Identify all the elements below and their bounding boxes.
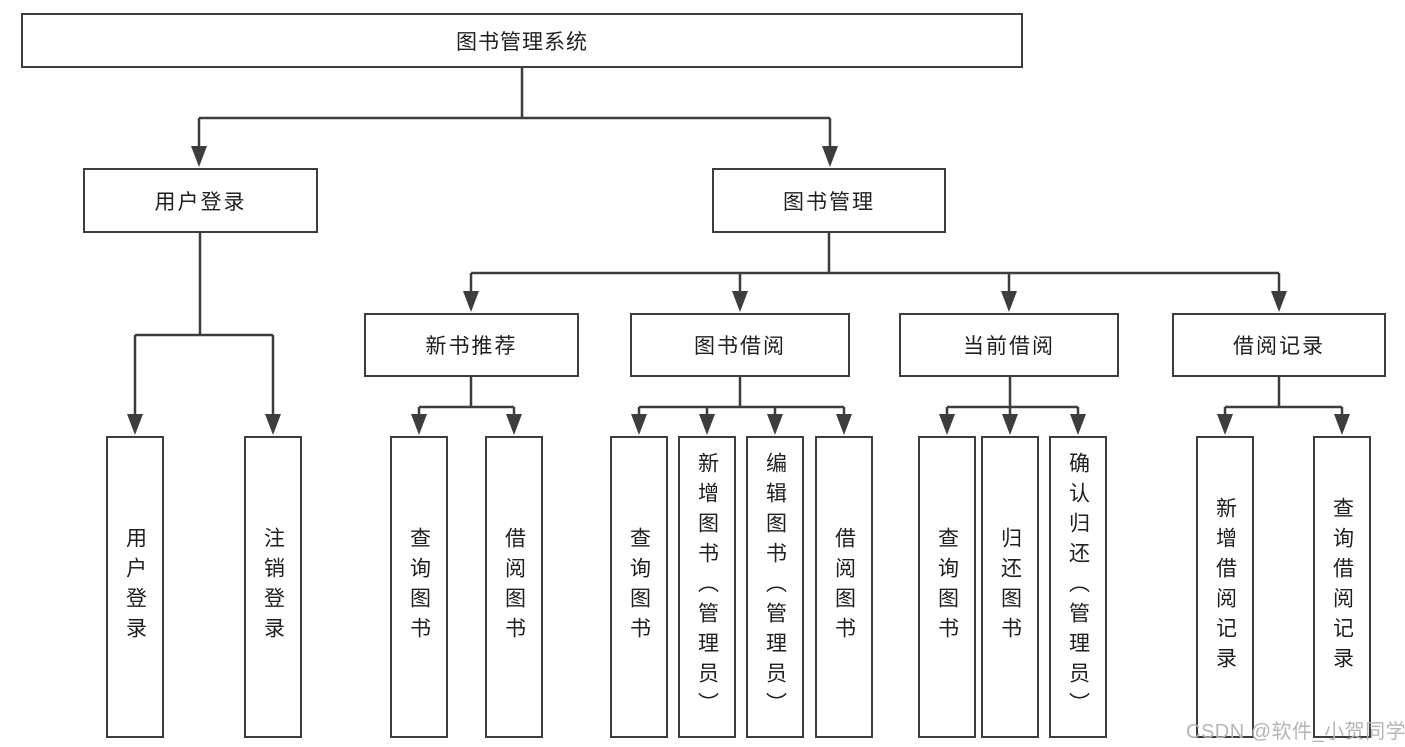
node-label: 图书借阅 [694, 335, 786, 358]
node-return-book: 归还图书 [981, 436, 1039, 738]
node-label: 借阅图书 [832, 527, 856, 647]
node-label: 借阅记录 [1233, 335, 1325, 358]
node-book-management-branch: 图书管理 [712, 168, 946, 233]
node-label: 编辑图书（管理员） [763, 452, 787, 722]
node-new-book-recommend: 新书推荐 [364, 313, 579, 377]
node-label: 新书推荐 [425, 335, 518, 358]
node-query-books-current: 查询图书 [918, 436, 976, 738]
node-query-books-recommend: 查询图书 [390, 436, 448, 738]
node-label: 查询图书 [935, 527, 959, 647]
node-label: 查询借阅记录 [1330, 497, 1354, 677]
watermark: CSDN @软件_小贺同学 [1186, 721, 1405, 743]
node-query-books-borrow: 查询图书 [610, 436, 668, 738]
node-user-login-branch: 用户登录 [83, 168, 318, 233]
node-query-borrow-record: 查询借阅记录 [1313, 436, 1371, 738]
node-label: 注销登录 [261, 527, 285, 647]
node-borrow-book: 借阅图书 [815, 436, 873, 738]
node-borrow-records: 借阅记录 [1172, 313, 1386, 377]
node-confirm-return-admin: 确认归还（管理员） [1049, 436, 1107, 738]
node-current-borrow: 当前借阅 [899, 313, 1119, 377]
node-add-book-admin: 新增图书（管理员） [678, 436, 736, 738]
node-library-system: 图书管理系统 [21, 13, 1023, 68]
arrowhead-icons [127, 146, 1350, 435]
node-label: 新增借阅记录 [1213, 497, 1237, 677]
node-label: 归还图书 [998, 527, 1022, 647]
node-label: 查询图书 [407, 527, 431, 647]
node-label: 图书管理 [783, 190, 875, 214]
node-label: 确认归还（管理员） [1066, 452, 1090, 722]
node-edit-book-admin: 编辑图书（管理员） [746, 436, 804, 738]
node-label: 查询图书 [627, 527, 651, 647]
node-book-borrow: 图书借阅 [630, 313, 850, 377]
node-label: 用户登录 [123, 527, 147, 647]
node-label: 借阅图书 [502, 527, 526, 647]
node-label: 新增图书（管理员） [695, 452, 719, 722]
node-user-login-leaf: 用户登录 [106, 436, 164, 738]
node-borrow-book-recommend: 借阅图书 [485, 436, 543, 738]
node-label: 当前借阅 [963, 335, 1055, 358]
node-label: 图书管理系统 [456, 30, 588, 54]
node-label: 用户登录 [154, 190, 247, 214]
node-add-borrow-record: 新增借阅记录 [1196, 436, 1254, 738]
node-logout-leaf: 注销登录 [244, 436, 302, 738]
